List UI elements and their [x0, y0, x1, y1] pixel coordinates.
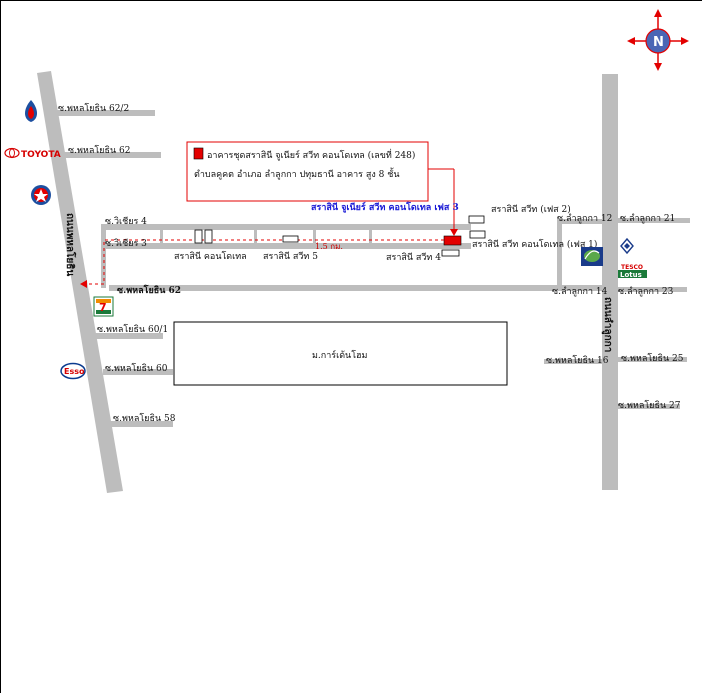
road-soi-62-top — [57, 152, 161, 158]
building-condotel-a — [194, 229, 203, 244]
road-soi-16 — [544, 359, 602, 364]
compass-icon: N — [627, 9, 689, 71]
route-dashed-line — [87, 239, 444, 285]
info-box — [186, 141, 429, 202]
road-soi-60 — [103, 369, 173, 375]
soi-label-wichian-3: ซ.วิเชียร 3 — [105, 238, 147, 249]
road-vertical-right — [557, 219, 562, 289]
soi-label-25: ซ.พหลโยธิน 25 — [621, 353, 684, 364]
seven-eleven-logo-icon: 7 — [93, 296, 114, 317]
esso-logo-icon: Esso — [60, 362, 86, 380]
building-suite4 — [441, 249, 460, 257]
road-lamlukka-23 — [618, 287, 687, 292]
soi-label-60: ซ.พหลโยธิน 60 — [105, 363, 168, 374]
soi-label-lamlukka-21: ซ.ลำลูกกา 21 — [620, 213, 675, 224]
road-connector-b — [254, 228, 257, 246]
building-phase1 — [469, 230, 486, 239]
road-connector-c — [313, 228, 316, 246]
road-lamlukka-21 — [618, 218, 690, 223]
soi-label-62-main: ซ.พหลโยธิน 62 — [117, 284, 181, 296]
tesco-lotus-logo-icon: TESCO Lotus — [618, 264, 647, 279]
soi-label-62-top: ซ.พหลโยธิน 62 — [68, 145, 130, 156]
soi-label-16: ซ.พหลโยธิน 16 — [546, 355, 609, 366]
road-lamlukka-12 — [557, 219, 602, 224]
distance-label: 1.5 กม. — [315, 242, 343, 251]
label-sarasinee-condotel: สราสินี คอนโดเทล — [174, 251, 247, 262]
svg-text:7: 7 — [99, 301, 107, 314]
market-area — [173, 321, 508, 386]
bank-logo-icon — [581, 247, 603, 266]
road-wichian-3 — [103, 243, 471, 249]
road-label-phahonyothin: ถนนพหลโยธิน — [64, 213, 77, 276]
target-building — [443, 235, 462, 246]
caltex-logo-icon — [31, 185, 51, 205]
road-soi-58 — [111, 421, 173, 427]
soi-label-lamlukka-23: ซ.ลำลูกกา 23 — [618, 286, 674, 297]
info-box-line2: ตำบลคูคต อำเภอ ลำลูกกา ปทุมธานี อาคาร สู… — [194, 167, 399, 180]
pointer-arrowhead — [450, 229, 458, 236]
building-condotel-b — [204, 229, 213, 244]
info-box-marker — [193, 147, 204, 160]
ptt-logo-icon — [25, 100, 37, 122]
toyota-logo-icon: TOYOTA — [4, 147, 61, 160]
road-soi-27 — [618, 404, 680, 409]
building-phase2 — [468, 215, 485, 224]
svg-text:TOYOTA: TOYOTA — [21, 150, 61, 160]
svg-text:TESCO: TESCO — [621, 264, 643, 271]
svg-text:N: N — [653, 35, 664, 50]
soi-label-lamlukka-14: ซ.ลำลูกกา 14 — [552, 286, 608, 297]
road-connector-a — [160, 228, 163, 246]
label-sarasinee-phase1: สราสินี สวีท คอนโดเทล (เฟส 1) — [472, 239, 597, 250]
road-soi-62-main — [109, 285, 602, 291]
road-label-lamlukka: ถนนลำลูกกา — [601, 297, 614, 352]
road-wichian-4 — [101, 224, 471, 230]
svg-text:Lotus: Lotus — [620, 271, 642, 279]
info-box-line1: อาคารชุดสราสินี จูเนียร์ สวีท คอนโดเทล (… — [207, 148, 415, 161]
building-suite5 — [282, 235, 299, 243]
label-sarasinee-phase2: สราสินี สวีท (เฟส 2) — [491, 204, 571, 215]
route-arrowhead — [80, 280, 87, 288]
lotus-emblem-icon — [620, 237, 634, 255]
soi-label-58: ซ.พหลโยธิน 58 — [113, 413, 176, 424]
road-soi-60-1 — [95, 333, 163, 339]
soi-label-60-1: ซ.พหลโยธิน 60/1 — [97, 324, 168, 335]
label-sarasinee-suite5: สราสินี สวีท 5 — [263, 251, 318, 262]
svg-text:Esso: Esso — [64, 367, 85, 376]
soi-label-27: ซ.พหลโยธิน 27 — [618, 400, 681, 411]
label-sarasinee-suite4: สราสินี สวีท 4 — [386, 252, 441, 263]
lamlukka-road — [602, 74, 618, 490]
target-label: สราสินี จูเนียร์ สวีท คอนโดเทล เฟส 3 — [311, 201, 459, 213]
soi-label-wichian-4: ซ.วิเชียร 4 — [105, 216, 147, 227]
road-soi-25 — [618, 357, 687, 362]
soi-label-lamlukka-12: ซ.ลำลูกกา 12 — [557, 213, 612, 224]
phahonyothin-road — [37, 71, 123, 493]
road-soi-62-2 — [51, 110, 155, 116]
road-connector-d — [369, 228, 372, 246]
soi-label-62-2: ซ.พหลโยธิน 62/2 — [58, 103, 129, 114]
market-label: ม.การ์เด้นโฮม — [312, 349, 368, 361]
